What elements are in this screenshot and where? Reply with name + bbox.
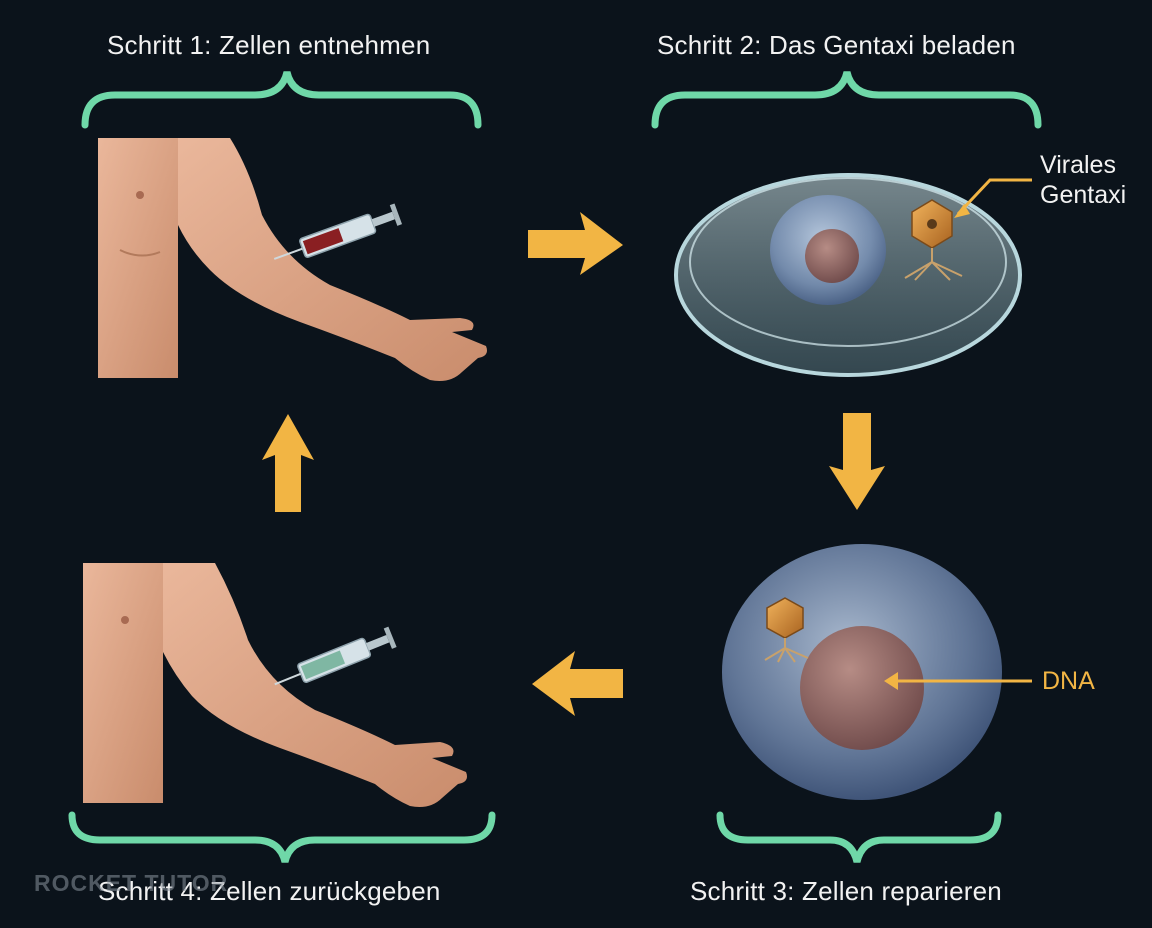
- watermark-logo: ROCKET TUTOR: [34, 870, 229, 896]
- step3-label: Schritt 3: Zellen reparieren: [690, 876, 1002, 906]
- virus-callout-pointer: [956, 178, 1032, 216]
- step1-label: Schritt 1: Zellen entnehmen: [107, 30, 431, 60]
- virus-callout: Virales Gentaxi: [1040, 150, 1126, 210]
- dna-callout: DNA: [1042, 667, 1095, 695]
- step2-label: Schritt 2: Das Gentaxi beladen: [657, 30, 1016, 60]
- bracket-step1: [81, 71, 482, 129]
- arrow-up: [262, 414, 314, 512]
- bracket-step3: [716, 811, 1002, 863]
- bracket-step4: [68, 811, 496, 863]
- arrow-left: [532, 651, 623, 716]
- bracket-step2: [651, 71, 1042, 129]
- arrow-down: [829, 413, 885, 510]
- cell-with-nucleus-icon: [722, 544, 1002, 800]
- virus-particle-icon: [904, 199, 963, 281]
- virus-callout-arrowhead: [954, 204, 970, 218]
- arrow-right: [528, 212, 623, 275]
- virus-callout-line2: Gentaxi: [1040, 181, 1127, 209]
- dna-callout-arrowhead: [884, 672, 898, 690]
- arm-with-syringe-blood-icon: [98, 138, 487, 381]
- arm-with-syringe-green-icon: [83, 563, 467, 807]
- step4-label: Schritt 4: Zellen zurückgeben: [98, 876, 441, 906]
- virus-callout-line1: Virales: [1040, 151, 1116, 179]
